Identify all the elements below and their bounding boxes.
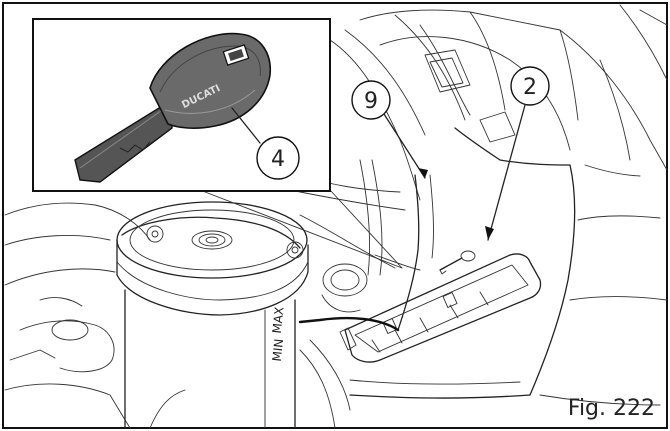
callout-2-circle	[510, 66, 550, 106]
brake-fluid-reservoir	[116, 201, 309, 429]
reservoir-min-mark: MIN	[270, 338, 286, 362]
callout-4-label: 4	[271, 147, 285, 172]
reservoir-max-mark: MAX	[270, 306, 287, 334]
callout-2-label: 2	[523, 75, 537, 100]
figure-caption: Fig. 222	[568, 396, 655, 421]
callout-9-label: 9	[364, 89, 378, 114]
callout-2: 2	[485, 66, 550, 241]
callout-9: 9	[351, 80, 428, 179]
callout-2-leader	[487, 104, 526, 241]
callout-9-circle	[351, 80, 391, 120]
callout-9-leader	[383, 113, 426, 179]
key-inset: DUCATI 4	[32, 18, 403, 269]
callout-4-circle	[256, 136, 300, 180]
engine-bay-drawing: MAX MIN	[4, 4, 668, 429]
